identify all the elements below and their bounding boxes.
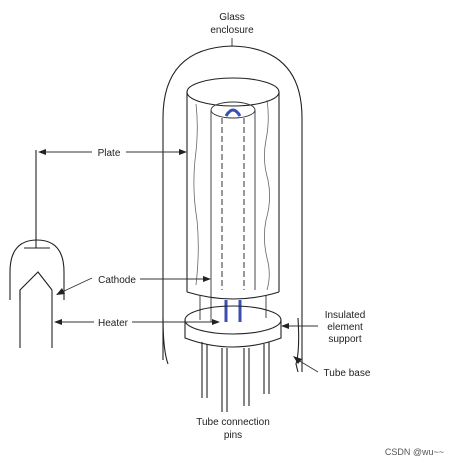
diode-schematic-symbol [9,150,65,348]
cathode-sleeve [210,101,256,290]
pins-label-line1: Tube connection [196,417,270,428]
leader-plate [38,149,187,155]
insulated-support-disc [184,305,282,348]
pins-label-line2: pins [224,430,242,441]
support-rods [199,290,267,322]
insulated-label-line1: Insulated [325,310,366,321]
tube-base [162,317,300,373]
plate-cylinder [186,77,280,300]
watermark: CSDN @wu~~ [385,447,444,457]
leader-tube-base [293,356,319,373]
insulated-label-line3: support [328,334,362,345]
leader-heater [54,319,220,325]
glass-enclosure-label-line1: Glass [219,12,245,23]
leader-insulated-support [281,323,318,329]
insulated-label-line2: element [327,322,363,333]
cathode-label: Cathode [98,275,136,286]
heater-label: Heater [98,318,129,329]
tube-connection-pins [201,342,270,412]
leader-cathode [56,276,211,295]
glass-enclosure-label-line2: enclosure [210,25,254,36]
plate-label: Plate [98,148,121,159]
tube-base-label: Tube base [324,368,371,379]
heater-filament [224,108,242,322]
